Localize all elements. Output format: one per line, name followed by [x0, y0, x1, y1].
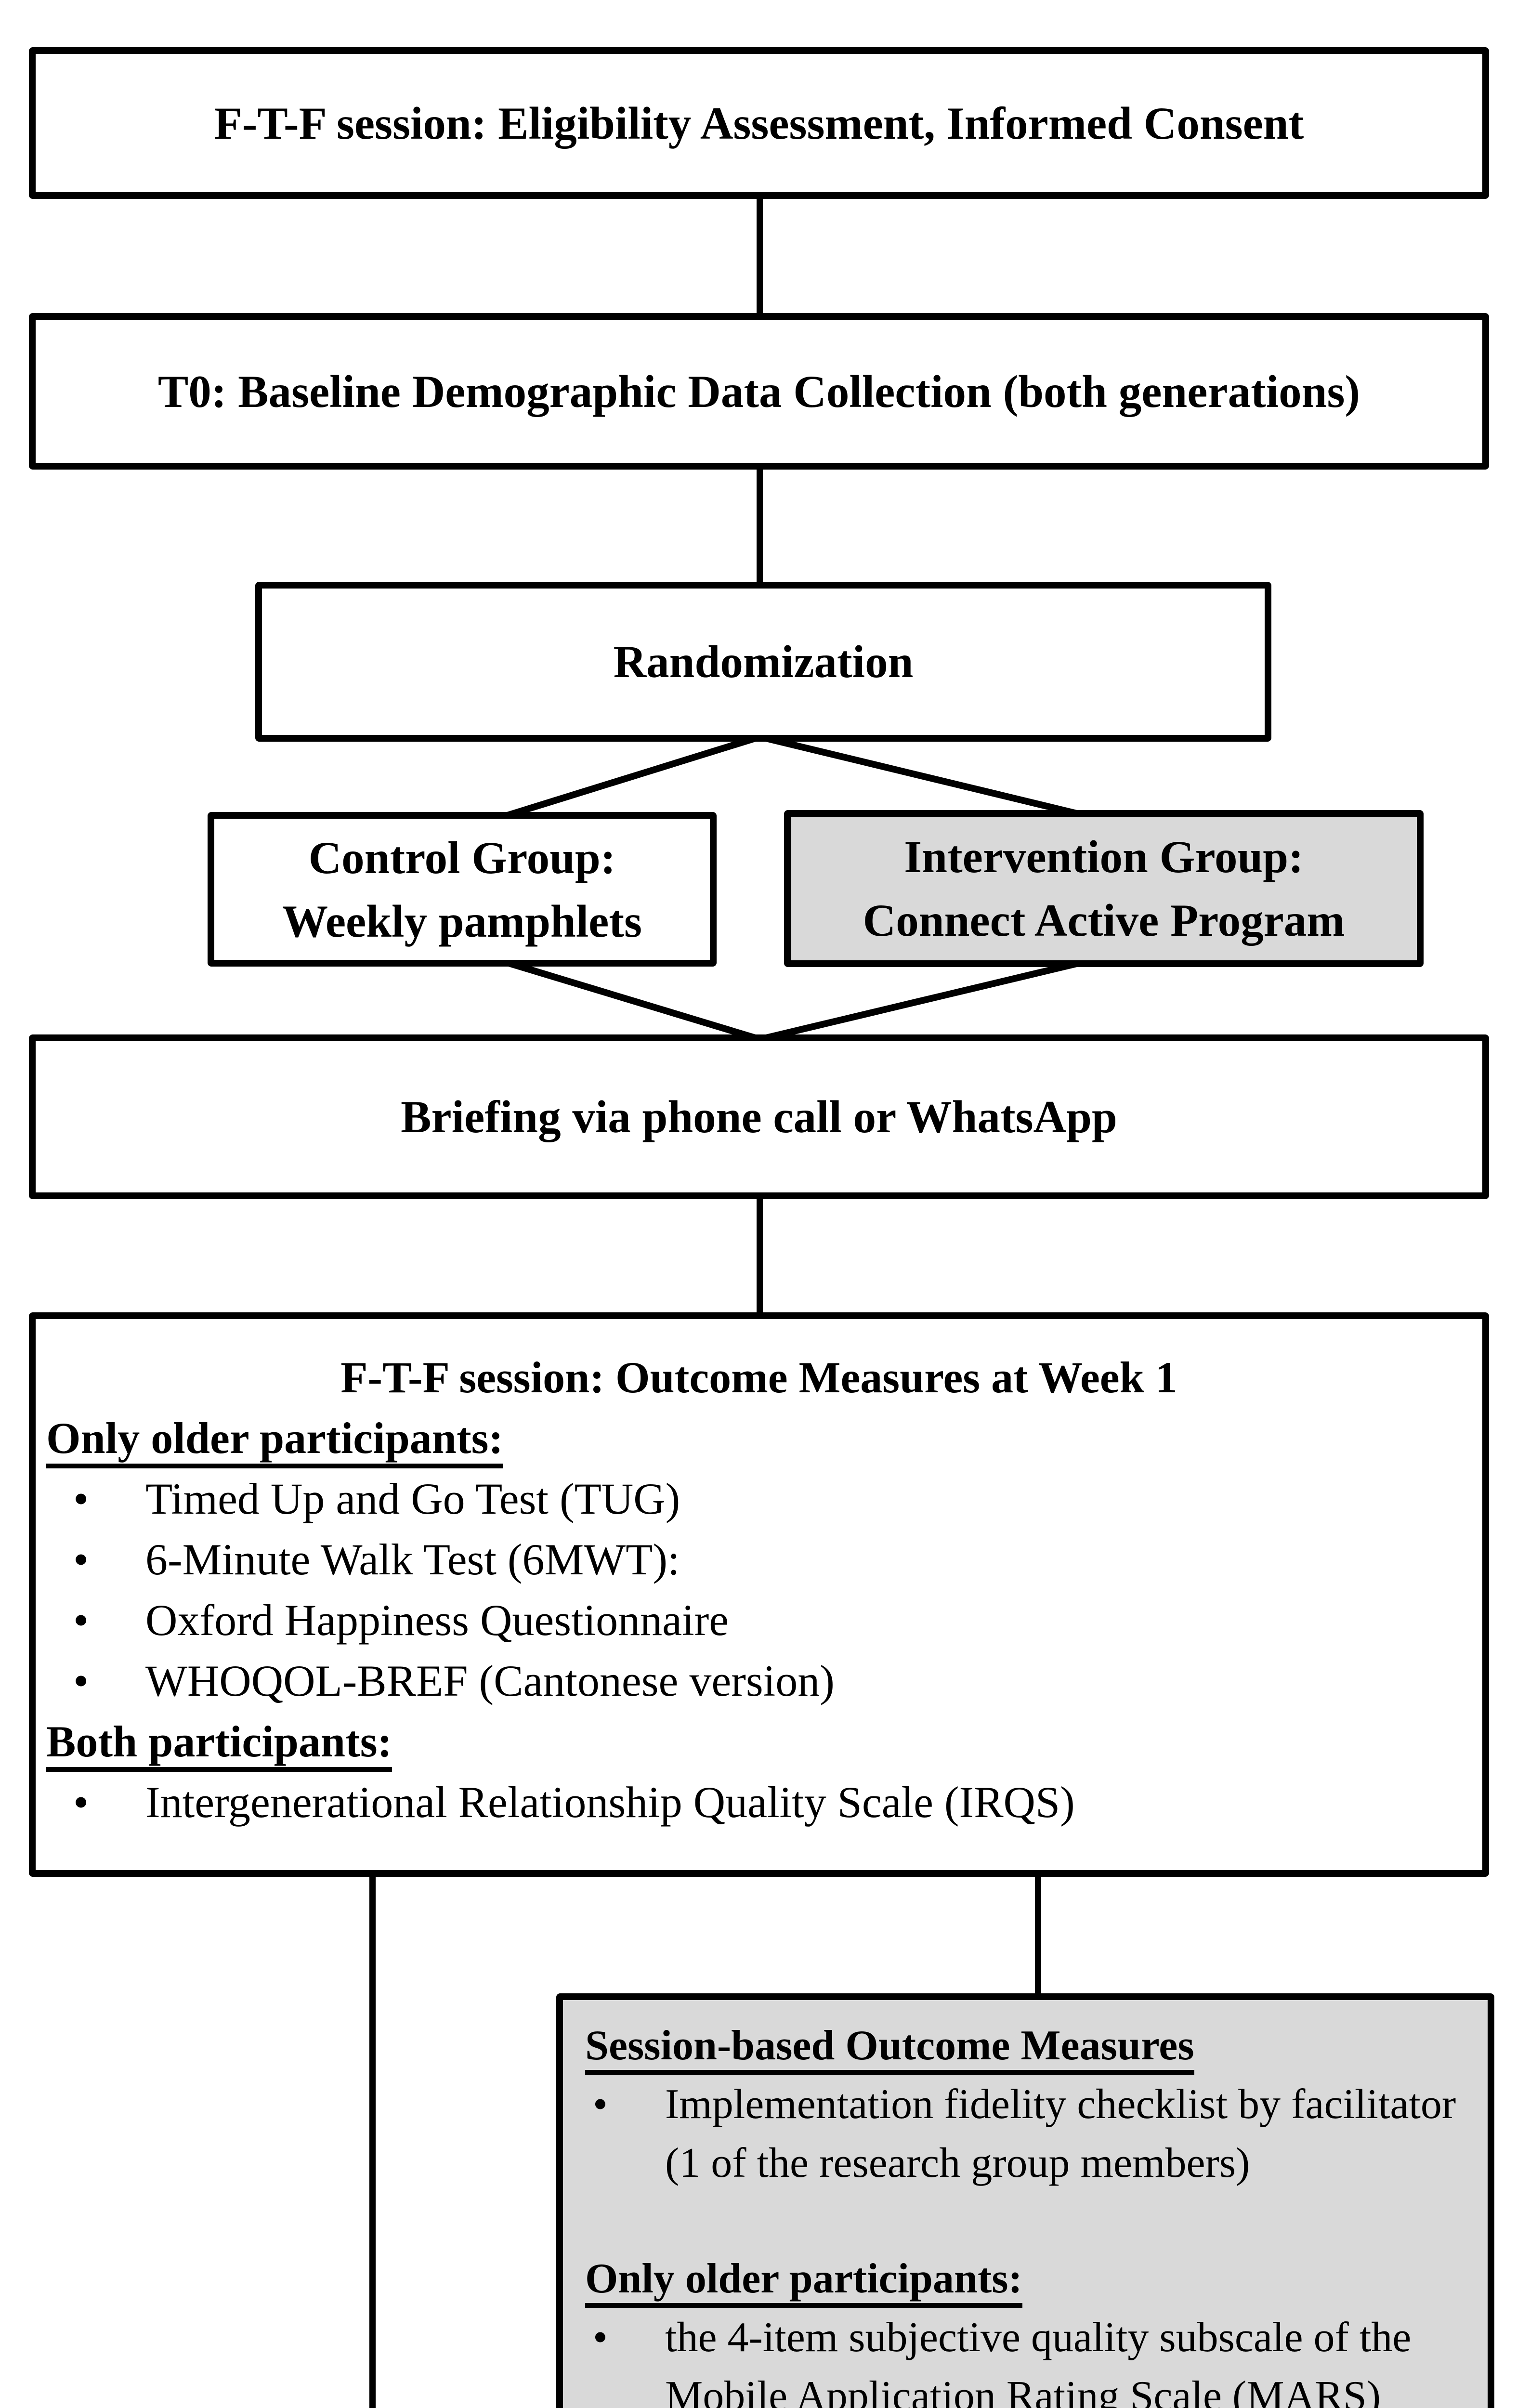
node-session-outcomes: Session-based Outcome Measures • Impleme… [556, 1993, 1494, 2408]
week1-title: F-T-F session: Outcome Measures at Week … [340, 1353, 1177, 1402]
node-baseline-label: T0: Baseline Demographic Data Collection… [157, 366, 1360, 417]
bullet-icon: • [593, 2314, 608, 2361]
week1-heading-older: Only older participants: [36, 1408, 1482, 1468]
connector-week1-session [1035, 1876, 1041, 1994]
week1-bullet-whoqol-text: WHOQOL-BREF (Cantonese version) [145, 1656, 835, 1705]
node-briefing: Briefing via phone call or WhatsApp [29, 1034, 1489, 1199]
bullet-icon: • [593, 2081, 608, 2128]
week1-bullet-tug: • Timed Up and Go Test (TUG) [36, 1468, 1482, 1529]
week1-heading-older-text: Only older participants: [46, 1413, 504, 1468]
bullet-icon: • [73, 1778, 89, 1827]
node-intervention-line2: Connect Active Program [863, 895, 1345, 946]
node-eligibility-label: F-T-F session: Eligibility Assessment, I… [214, 97, 1304, 149]
session-title: Session-based Outcome Measures [563, 2016, 1470, 2075]
bullet-icon: • [73, 1656, 89, 1705]
session-bullet-fidelity: • Implementation fidelity checklist by f… [563, 2075, 1470, 2193]
node-baseline: T0: Baseline Demographic Data Collection… [29, 313, 1489, 470]
node-briefing-label: Briefing via phone call or WhatsApp [401, 1091, 1117, 1142]
edge-randomization-intervention [759, 733, 1080, 817]
edge-control-briefing [504, 959, 761, 1043]
week1-bullet-whoqol: • WHOQOL-BREF (Cantonese version) [36, 1650, 1482, 1711]
node-control-line2: Weekly pamphlets [282, 895, 642, 947]
session-heading-older: Only older participants: [563, 2250, 1470, 2308]
week1-bullet-tug-text: Timed Up and Go Test (TUG) [145, 1474, 680, 1523]
session-title-text: Session-based Outcome Measures [585, 2022, 1194, 2075]
node-intervention-line1: Intervention Group: [904, 831, 1304, 882]
week1-bullet-6mwt-text: 6-Minute Walk Test (6MWT): [145, 1535, 680, 1584]
node-control-line1: Control Group: [308, 832, 616, 883]
bullet-icon: • [73, 1535, 89, 1584]
node-randomization-label: Randomization [613, 636, 914, 687]
node-intervention-group: Intervention Group: Connect Active Progr… [784, 810, 1424, 967]
session-bullet-mars-text: the 4-item subjective quality subscale o… [665, 2314, 1412, 2408]
week1-bullet-oxford: • Oxford Happiness Questionnaire [36, 1590, 1482, 1650]
connector-eligibility-baseline [757, 198, 763, 314]
bullet-icon: • [73, 1474, 89, 1523]
node-randomization: Randomization [255, 582, 1271, 742]
week1-heading-both: Both participants: [36, 1711, 1482, 1772]
week1-bullet-6mwt: • 6-Minute Walk Test (6MWT): [36, 1529, 1482, 1590]
connector-week1-week6 [369, 1876, 376, 2408]
session-bullet-fidelity-text: Implementation fidelity checklist by fac… [665, 2081, 1456, 2186]
week1-bullet-irqs: • Intergenerational Relationship Quality… [36, 1772, 1482, 1832]
connector-baseline-randomization [757, 469, 763, 583]
node-week1-outcomes: F-T-F session: Outcome Measures at Week … [29, 1312, 1489, 1877]
week1-bullet-irqs-text: Intergenerational Relationship Quality S… [145, 1778, 1075, 1827]
week1-heading-both-text: Both participants: [46, 1717, 392, 1772]
connector-briefing-week1 [757, 1198, 763, 1313]
session-heading-older-text: Only older participants: [585, 2255, 1022, 2308]
node-control-group: Control Group: Weekly pamphlets [208, 812, 717, 967]
session-bullet-mars: • the 4-item subjective quality subscale… [563, 2308, 1470, 2408]
edge-intervention-briefing [759, 960, 1080, 1043]
bullet-icon: • [73, 1596, 89, 1645]
week1-bullet-oxford-text: Oxford Happiness Questionnaire [145, 1596, 729, 1645]
edge-randomization-control [504, 733, 761, 819]
node-eligibility: F-T-F session: Eligibility Assessment, I… [29, 47, 1489, 199]
